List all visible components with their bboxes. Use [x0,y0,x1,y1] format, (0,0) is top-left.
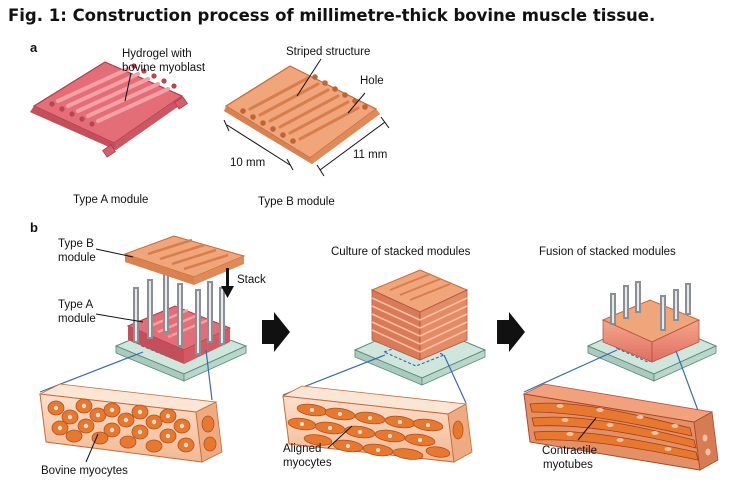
type-b-caption: Type B module [258,196,335,208]
striped-structure-label: Striped structure [286,46,370,58]
round-myocytes [47,398,217,453]
type-b-label-line1: Type B [58,238,94,250]
type-a-label-line2: module [58,313,96,325]
panel-b-letter: b [30,220,38,235]
myocyte-nuclei [53,403,189,448]
type-a-label-line1: Type A [58,299,93,311]
depth-dimension-label: 11 mm [353,149,387,161]
panel-a-letter: a [30,40,38,55]
contractile-myotubes-tissue [522,383,719,471]
fusion-title: Fusion of stacked modules [539,246,676,258]
bovine-myocytes-tissue [38,383,223,463]
myotube-fibers [529,402,699,461]
culture-title: Culture of stacked modules [331,246,471,258]
type-b-leader [95,248,134,258]
type-b-label-line2: module [58,252,96,264]
contractile-label-line2: myotubes [543,459,593,471]
myotube-nuclei [556,404,711,456]
stack-arrow [221,268,234,298]
stage2-stacked-modules-illustration [353,269,487,386]
hydrogel-label-line1: Hydrogel with [122,48,192,60]
contractile-label-line1: Contractile [542,445,597,457]
type-a-caption: Type A module [73,194,148,206]
hydrogel-leader [124,72,132,102]
aligned-leader [327,425,353,449]
type-a-leader [95,313,144,323]
figure-title: Fig. 1: Construction process of millimet… [8,6,656,25]
aligned-label-line2: myocytes [283,457,332,469]
bovine-myocytes-label: Bovine myocytes [41,465,128,477]
bovine-myocytes-leader [85,433,99,463]
stage1-stacking-illustration [114,235,248,382]
hydrogel-label-line2: bovine myoblast [122,62,206,74]
dimension-lines [223,116,390,177]
contractile-leader [577,417,597,441]
stage3-fused-tissue-illustration [586,281,718,382]
process-arrow-2 [497,312,525,352]
stack-label: Stack [237,274,266,286]
type-a-module-illustration [30,61,188,158]
type-b-module-illustration [224,65,380,164]
hole-leader [347,92,366,114]
aligned-myocytes-tissue [281,385,473,463]
striped-leader [296,58,322,97]
hole-label: Hole [360,75,384,87]
width-dimension-label: 10 mm [230,157,265,169]
aligned-label-line1: Aligned [283,443,321,455]
process-arrow-1 [262,312,290,352]
